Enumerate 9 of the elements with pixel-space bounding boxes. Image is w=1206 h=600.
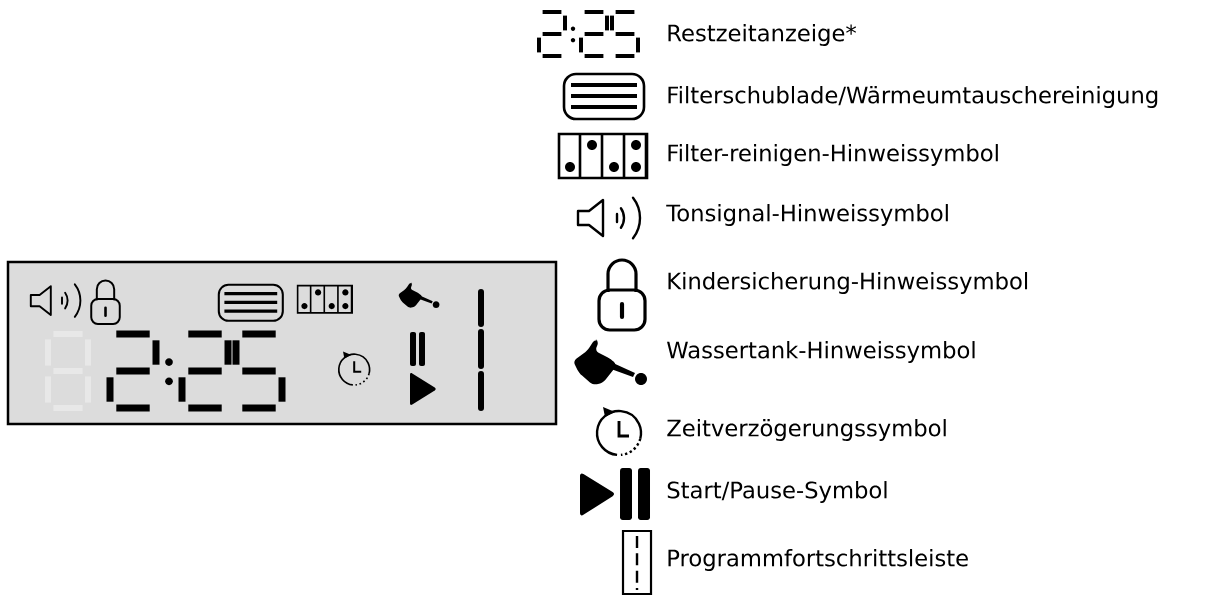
legend-label: Programmfortschrittsleiste — [668, 549, 968, 571]
legend-label: Wassertank-Hinweissymbol — [667, 341, 975, 363]
legend-label: Tonsignal-Hinweissymbol — [666, 204, 948, 226]
legend-label: Filter-reinigen-Hinweissymbol — [668, 144, 998, 166]
legend-label: Filterschublade/Wärmeumtauschereinigung — [668, 86, 1158, 108]
legend-label: Zeitverzögerungssymbol — [667, 419, 946, 441]
legend-label: Start/Pause-Symbol — [667, 481, 887, 503]
legend-label: Kindersicherung-Hinweissymbol — [668, 272, 1028, 294]
legend-label: Restzeitanzeige* — [668, 24, 857, 46]
